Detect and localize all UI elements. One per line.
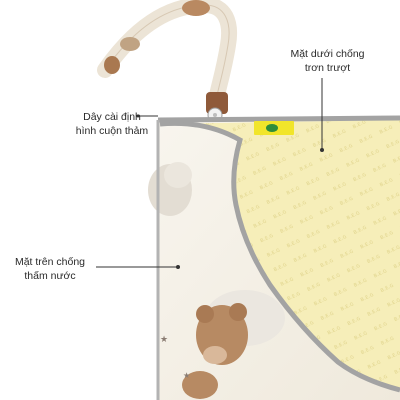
label-bottom-line2: trơn trượt: [304, 62, 351, 74]
brand-tag: [254, 121, 294, 135]
label-top-line1: Mặt trên chống: [14, 256, 86, 268]
svg-text:★: ★: [183, 371, 190, 380]
label-top-side: Mặt trên chống thấm nước: [6, 255, 94, 283]
label-strap: Dây cài định hình cuộn thảm: [62, 110, 162, 138]
label-bottom-side: Mặt dưới chống trơn trượt: [280, 47, 375, 75]
mat-bottom-side: [160, 120, 400, 390]
label-top-line2: thấm nước: [24, 270, 76, 282]
svg-text:★: ★: [160, 335, 168, 345]
strap: [97, 0, 237, 123]
label-strap-line1: Dây cài định: [83, 111, 141, 123]
mat-binding-edge: [159, 120, 400, 393]
bear-pattern: ★ ★: [148, 162, 285, 399]
label-strap-line2: hình cuộn thảm: [75, 125, 149, 137]
label-bottom-line1: Mặt dưới chống: [290, 48, 365, 60]
strap-bear-print: [182, 0, 210, 16]
